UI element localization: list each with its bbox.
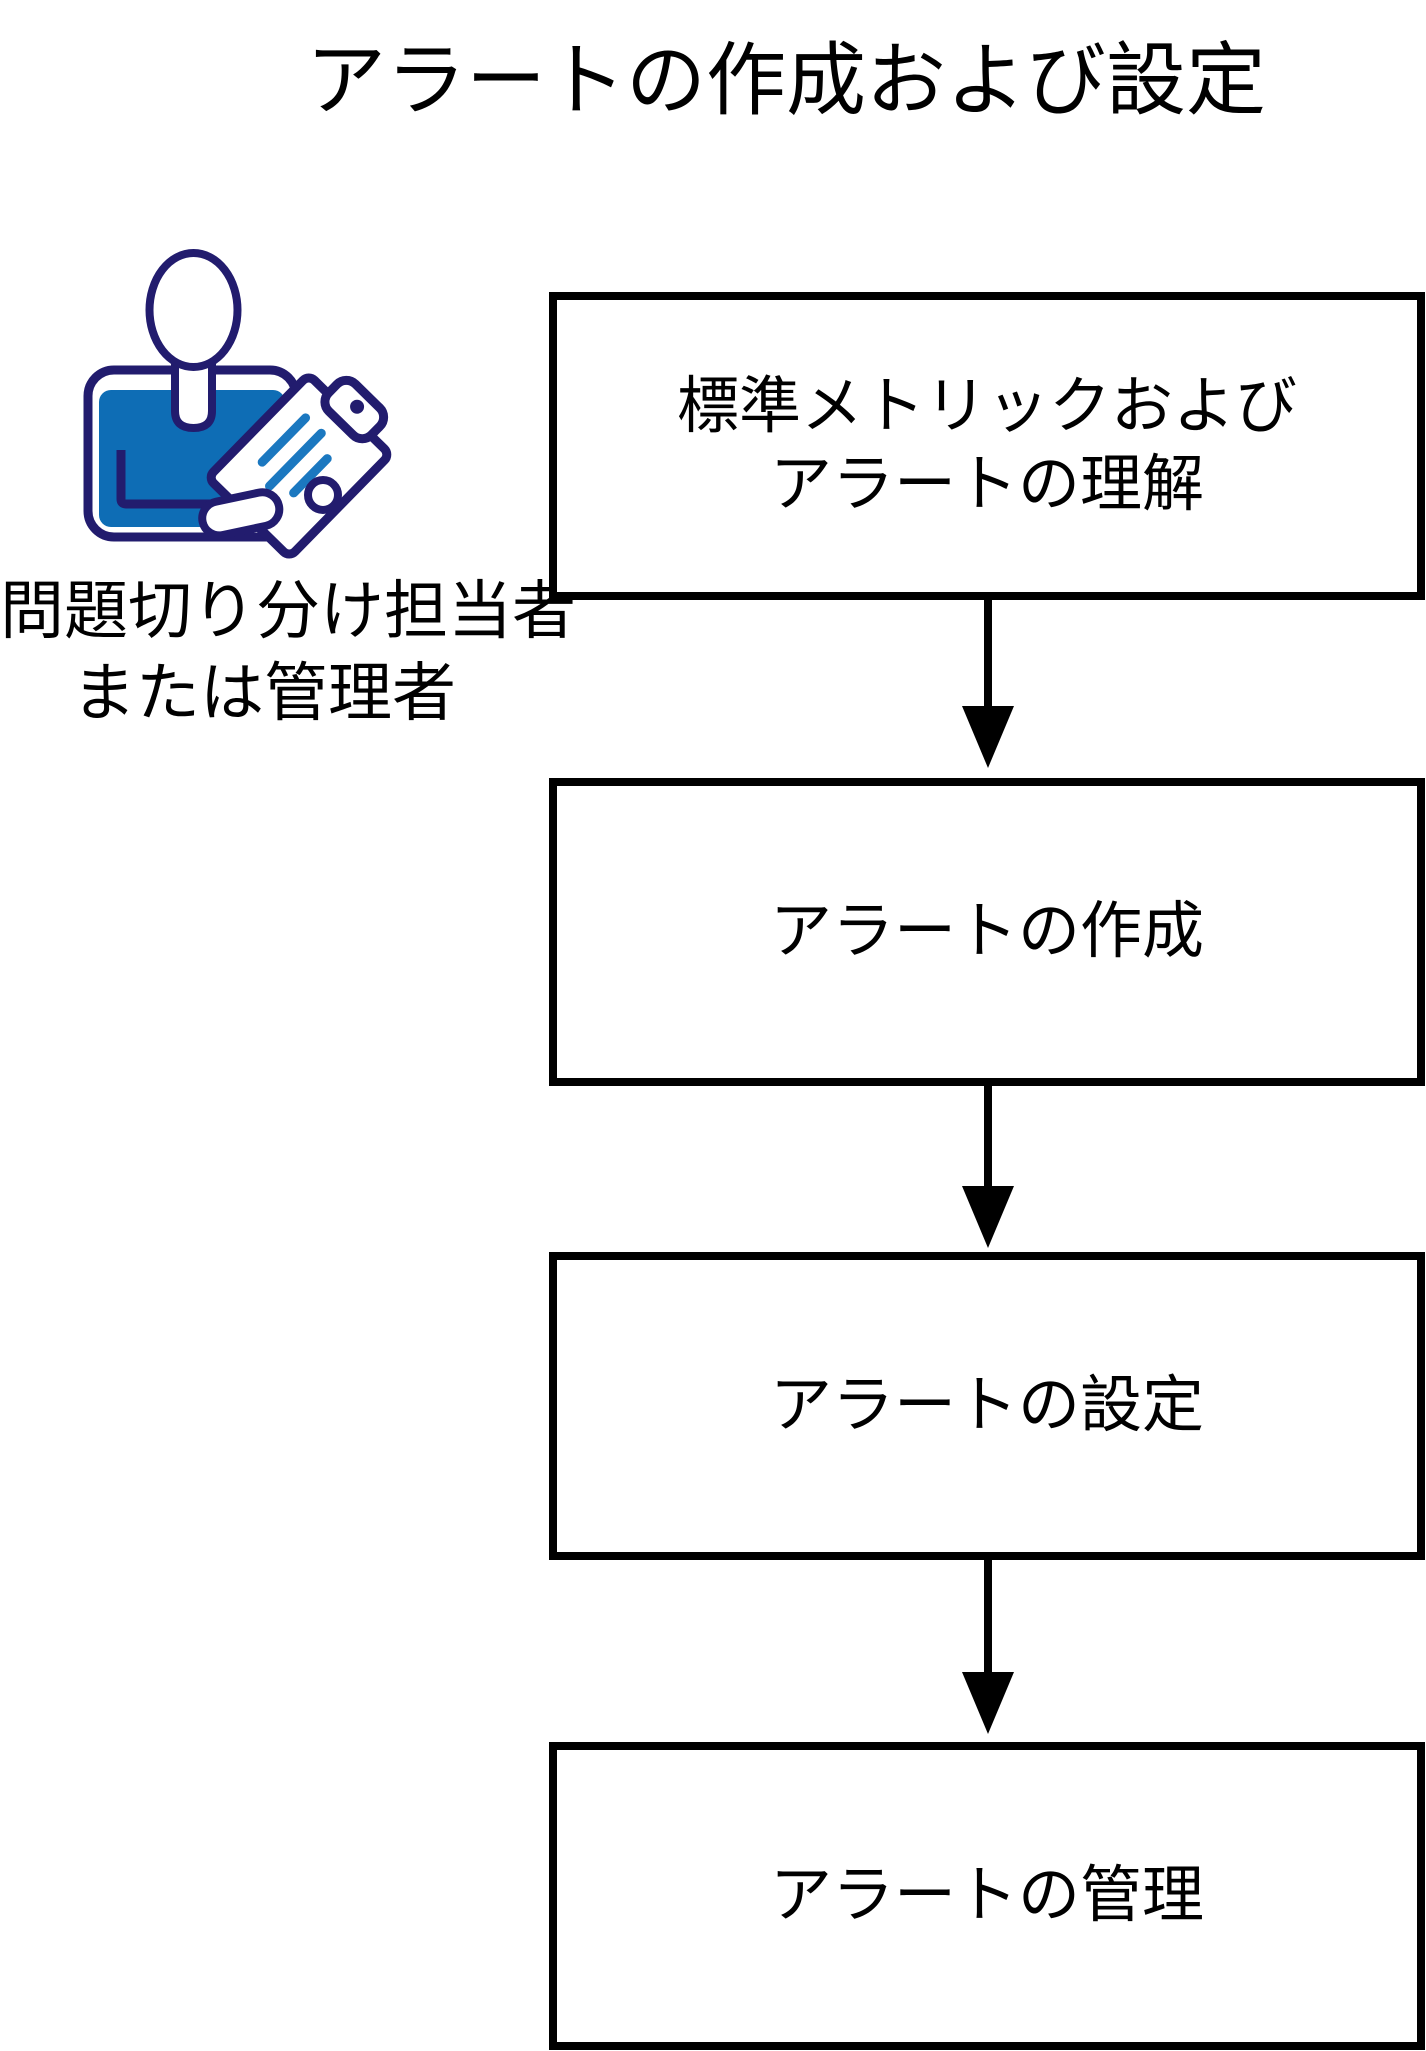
actor-label: 問題切り分け担当者 または管理者 bbox=[0, 570, 576, 734]
person-with-clipboard-icon bbox=[83, 249, 392, 559]
person-thumb bbox=[304, 476, 342, 514]
flow-step-2: アラートの作成 bbox=[549, 778, 1425, 1086]
flow-step-4: アラートの管理 bbox=[549, 1742, 1425, 2050]
flow-step-1-label-line-2: アラートの理解 bbox=[769, 450, 1204, 519]
flow-step-2-label: アラートの作成 bbox=[769, 897, 1204, 966]
clipboard-clip-dot bbox=[350, 399, 365, 414]
person-arm bbox=[116, 450, 211, 509]
flow-step-1: 標準メトリックおよび アラートの理解 bbox=[549, 292, 1425, 600]
person-head bbox=[145, 249, 242, 371]
diagram-title: アラートの作成および設定 bbox=[306, 36, 1266, 125]
actor-label-line-1: 問題切り分け担当者 bbox=[0, 575, 576, 647]
flow-arrow-3 bbox=[962, 1560, 1014, 1734]
actor-label-line-2: または管理者 bbox=[72, 657, 456, 729]
flow-step-1-label-line-1: 標準メトリックおよび bbox=[676, 372, 1297, 441]
flow-arrow-1 bbox=[962, 600, 1014, 768]
flow-arrow-2 bbox=[962, 1086, 1014, 1248]
flow-step-3: アラートの設定 bbox=[549, 1252, 1425, 1560]
clipboard-text-lines bbox=[257, 413, 332, 498]
flow-step-3-label: アラートの設定 bbox=[769, 1371, 1204, 1440]
person-hand bbox=[198, 488, 284, 540]
flow-step-4-label: アラートの管理 bbox=[769, 1861, 1204, 1930]
